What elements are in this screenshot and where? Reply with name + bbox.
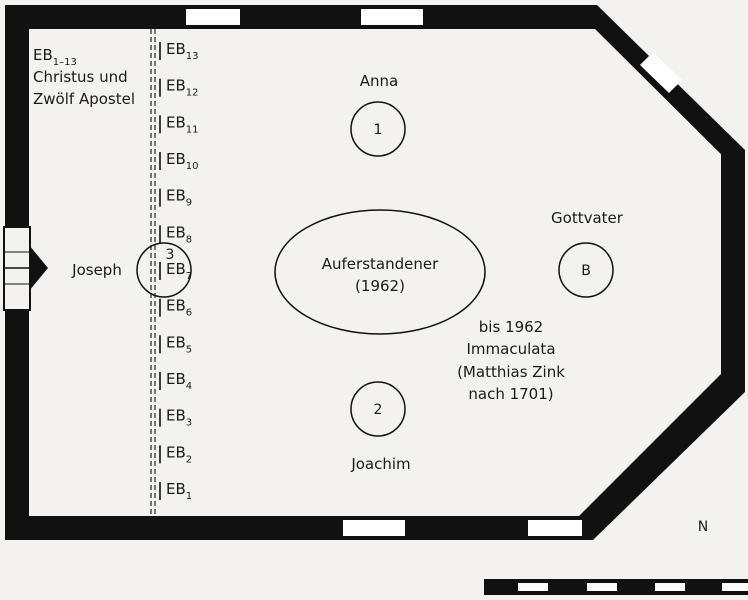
- circle-3: [136, 242, 192, 298]
- scale-bar: [484, 579, 748, 595]
- eb-label: EB10: [166, 150, 199, 172]
- eb-label: EB11: [166, 113, 199, 135]
- left-group-caption-line2: Christus und: [33, 68, 128, 86]
- eb-label: EB2: [166, 443, 192, 465]
- eb-list: EB13EB12EB11EB10EB9EB8EB7EB6EB5EB4EB3EB2…: [159, 40, 199, 502]
- circle-2-label: 2: [374, 402, 383, 418]
- circle-b: [558, 242, 614, 298]
- circle-1: [350, 101, 406, 157]
- eb-label: EB4: [166, 370, 192, 392]
- circle-2: [350, 381, 406, 437]
- eb-label: EB9: [166, 187, 192, 209]
- eb-label: EB5: [166, 333, 192, 355]
- joachim-label: Joachim: [350, 455, 410, 473]
- entrance-arrow: [3, 245, 48, 291]
- window-north-1: [186, 9, 240, 25]
- window-northeast: [640, 52, 682, 93]
- anna-label: Anna: [360, 72, 398, 90]
- north-label: N: [698, 519, 708, 535]
- wall-south: [5, 516, 593, 540]
- joseph-label: Joseph: [71, 261, 122, 279]
- gottvater-label: Gottvater: [551, 209, 624, 227]
- immaculata-line4: nach 1701): [468, 385, 553, 403]
- eb-label: EB1: [166, 480, 192, 502]
- wall-east: [721, 150, 745, 392]
- circle-3-label: 3: [166, 247, 175, 263]
- center-label-line2: (1962): [355, 277, 405, 295]
- eb-label: EB6: [166, 297, 192, 319]
- window-south-1: [343, 520, 405, 536]
- eb-label: EB12: [166, 77, 199, 99]
- circle-b-label: B: [581, 263, 591, 279]
- immaculata-line1: bis 1962: [479, 318, 543, 336]
- dashed-divider: [150, 29, 156, 516]
- center-label-line1: Auferstandener: [322, 255, 439, 273]
- eb-label: EB8: [166, 223, 192, 245]
- wall-southeast-diagonal: [575, 370, 745, 540]
- center-ellipse: [274, 209, 486, 335]
- left-group-caption-line3: Zwölf Apostel: [33, 90, 135, 108]
- circle-1-label: 1: [374, 122, 383, 138]
- window-north-2: [361, 9, 423, 25]
- immaculata-line3: (Matthias Zink: [457, 363, 565, 381]
- eb-label: EB7: [166, 260, 192, 282]
- window-south-2: [528, 520, 582, 536]
- eb-label: EB3: [166, 407, 192, 429]
- eb-label: EB13: [166, 40, 199, 62]
- left-group-caption-line1: EB1–13: [33, 46, 77, 68]
- immaculata-line2: Immaculata: [466, 340, 555, 358]
- wall-north: [5, 5, 597, 29]
